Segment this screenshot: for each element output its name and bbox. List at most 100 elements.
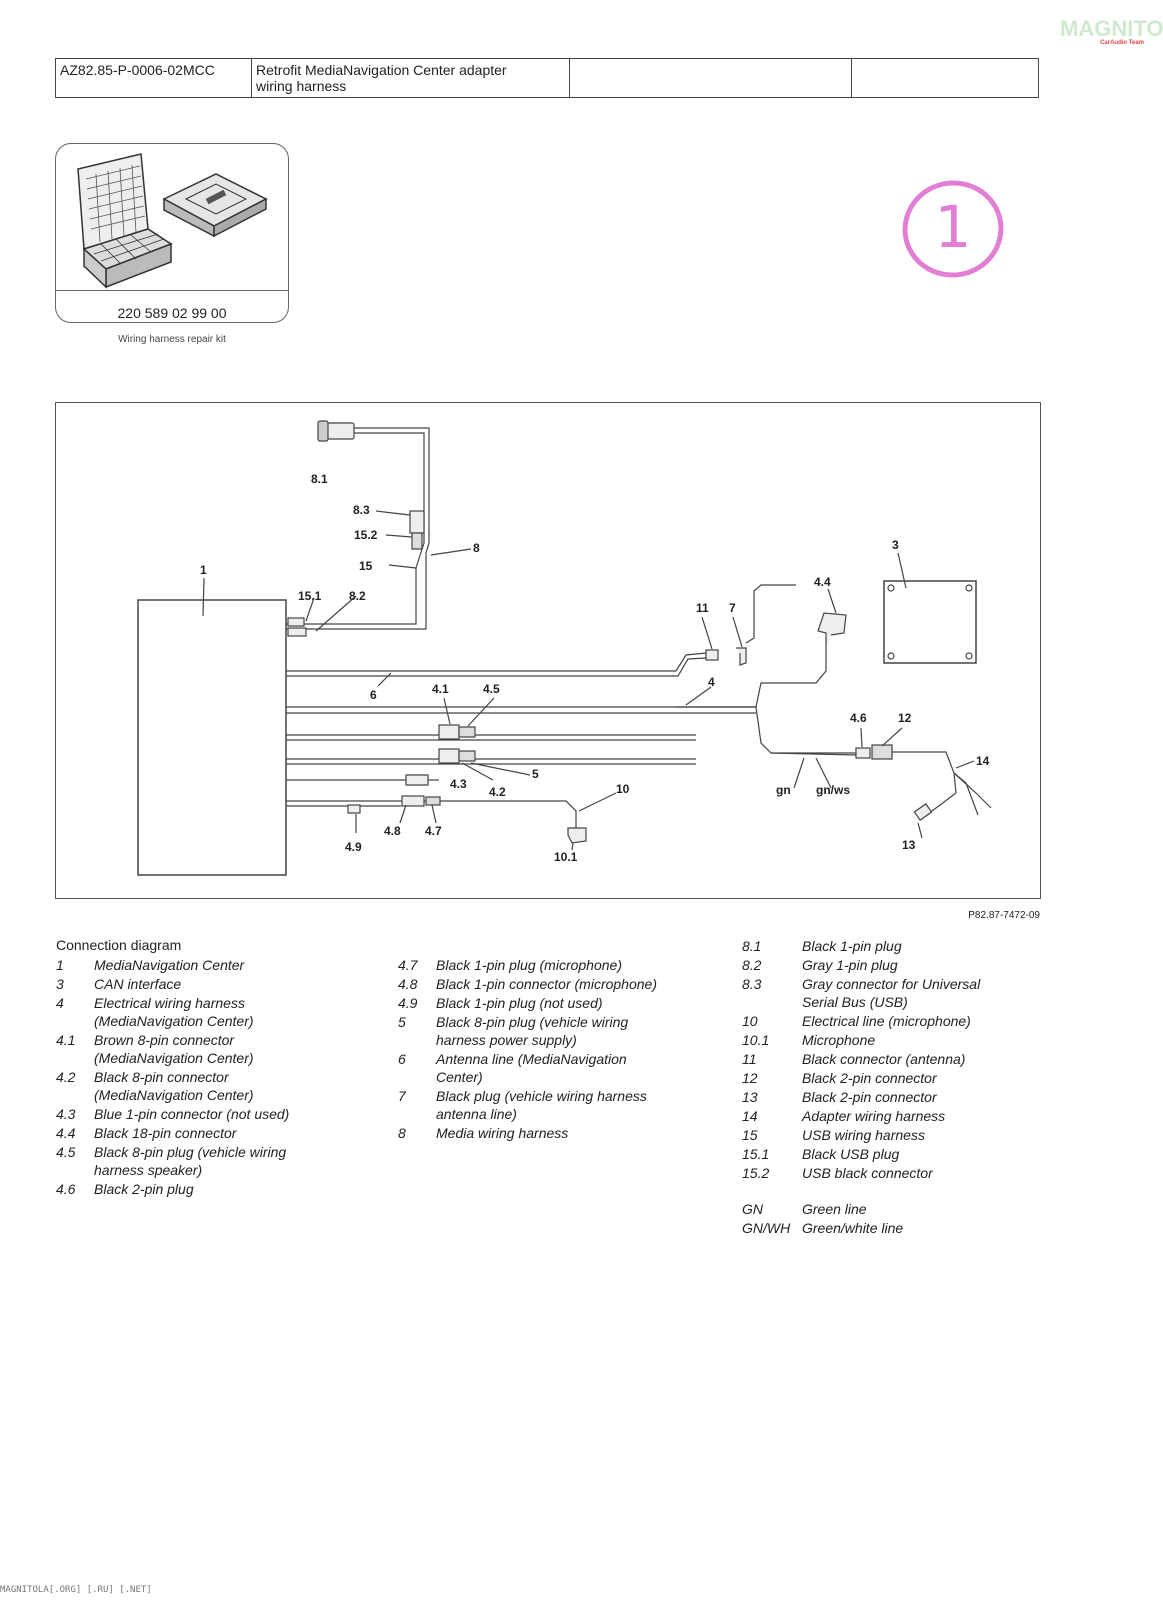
- brand-logo-subtext: CarAudio Team: [1100, 40, 1144, 46]
- legend-item-description: Black 1-pin connector (microphone): [436, 976, 657, 992]
- label-4-7: 4.7: [425, 824, 442, 838]
- plug-8-1-head: [317, 420, 329, 442]
- legend-item-description: MediaNavigation Center: [94, 957, 245, 973]
- connector-8-3: [409, 510, 425, 534]
- legend-item-description: Gray connector for Universal Serial Bus …: [802, 976, 981, 1010]
- legend-item-number: 15.1: [742, 1146, 770, 1162]
- legend-item-description: USB wiring harness: [802, 1127, 925, 1143]
- kit-part-number: 220 589 02 99 00: [117, 305, 227, 321]
- label-10-1: 10.1: [554, 850, 578, 864]
- legend-item-description: Black plug (vehicle wiring harness anten…: [436, 1088, 647, 1122]
- legend-item: 4.7 Black 1-pin plug (microphone): [398, 956, 728, 974]
- legend-item: 15.1 Black USB plug: [742, 1145, 1042, 1163]
- legend-item-number: 4.9: [398, 995, 418, 1011]
- leader-line: [430, 548, 472, 556]
- repair-kit-illustration: [77, 153, 268, 289]
- label-4-6: 4.6: [850, 711, 867, 725]
- legend-item-number: 10: [742, 1013, 758, 1029]
- legend-item-number: 4.6: [56, 1181, 76, 1197]
- legend-title: Connection diagram: [56, 937, 182, 953]
- legend-item-number: 12: [742, 1070, 758, 1086]
- label-4-5: 4.5: [483, 682, 500, 696]
- legend-item-number: 11: [742, 1051, 757, 1067]
- adapter-harness-14: [953, 772, 979, 816]
- leader-line: [917, 822, 923, 839]
- legend-item: GN Green line: [742, 1200, 1042, 1218]
- leader-line: [881, 727, 903, 747]
- legend-item-description: Blue 1-pin connector (not used): [94, 1106, 290, 1122]
- leader-line: [375, 510, 411, 516]
- legend-item-number: 4.1: [56, 1032, 76, 1048]
- document-header-table: AZ82.85-P-0006-02MCC Retrofit MediaNavig…: [55, 58, 1039, 98]
- legend-item-description: Black 1-pin plug (microphone): [436, 957, 622, 973]
- legend-item: 4.4 Black 18-pin connector: [56, 1124, 386, 1142]
- harness-4-wire: [676, 648, 827, 708]
- connector-13: [913, 803, 933, 821]
- label-7: 7: [729, 601, 736, 615]
- handwritten-number: 1: [935, 193, 972, 261]
- leader-line: [827, 588, 837, 614]
- legend-item-description: Green/white line: [802, 1220, 904, 1236]
- legend-item-description: Microphone: [802, 1032, 876, 1048]
- legend-item-number: 15.2: [742, 1165, 770, 1181]
- doc-code: AZ82.85-P-0006-02MCC: [60, 62, 215, 78]
- harness-8-wire: [286, 432, 425, 625]
- legend-item-description: Black 2-pin connector: [802, 1070, 937, 1086]
- kit-divider: [56, 290, 288, 291]
- plug-4-9: [347, 804, 361, 814]
- leader-line: [470, 762, 531, 776]
- doc-title-line1: Retrofit MediaNavigation Center adapter: [256, 62, 507, 78]
- harness-4-wire: [755, 706, 857, 756]
- legend-item-number: GN: [742, 1201, 763, 1217]
- legend-item-description: Green line: [802, 1201, 867, 1217]
- plug-8-2: [287, 627, 307, 637]
- legend-item-number: 8: [398, 1125, 406, 1141]
- legend-item-description: USB black connector: [802, 1165, 933, 1181]
- leader-line: [399, 804, 407, 824]
- leader-line: [897, 552, 907, 589]
- mounting-hole: [965, 584, 973, 592]
- leader-line: [578, 792, 617, 812]
- figure-code: P82.87-7472-09: [968, 910, 1040, 921]
- plug-15-1: [287, 617, 305, 627]
- plug-4-5: [458, 726, 476, 738]
- plug-4-6: [855, 747, 871, 759]
- legend-item-description: Media wiring harness: [436, 1125, 569, 1141]
- label-4-1: 4.1: [432, 682, 449, 696]
- leader-line: [431, 804, 437, 824]
- can-interface-box: [883, 580, 977, 664]
- leader-line: [377, 672, 392, 687]
- legend-item-number: 4: [56, 995, 64, 1011]
- legend-item-description: Electrical line (microphone): [802, 1013, 971, 1029]
- leader-line: [443, 697, 451, 725]
- legend-item-description: Black 18-pin connector: [94, 1125, 237, 1141]
- plug-7: [736, 647, 747, 666]
- empty-cell: [570, 59, 852, 97]
- legend-item-description: CAN interface: [94, 976, 182, 992]
- connector-4-2: [438, 748, 460, 764]
- antenna-cable: [745, 584, 796, 644]
- empty-cell: [852, 59, 1038, 97]
- antenna-line-6: [286, 652, 707, 672]
- legend-item-number: 4.7: [398, 957, 418, 973]
- legend-item-description: Black 1-pin plug: [802, 938, 902, 954]
- legend-item-description: Black 8-pin plug (vehicle wiring harness…: [436, 1014, 629, 1048]
- legend-item-number: 14: [742, 1108, 758, 1124]
- legend-item-number: 5: [398, 1014, 406, 1030]
- legend-item-number: 4.2: [56, 1069, 76, 1085]
- legend-item-description: Black USB plug: [802, 1146, 900, 1162]
- legend-item-number: 6: [398, 1051, 406, 1067]
- plug-4-7: [425, 796, 441, 806]
- legend-item-number: 4.4: [56, 1125, 76, 1141]
- legend-item-number: 8.2: [742, 957, 762, 973]
